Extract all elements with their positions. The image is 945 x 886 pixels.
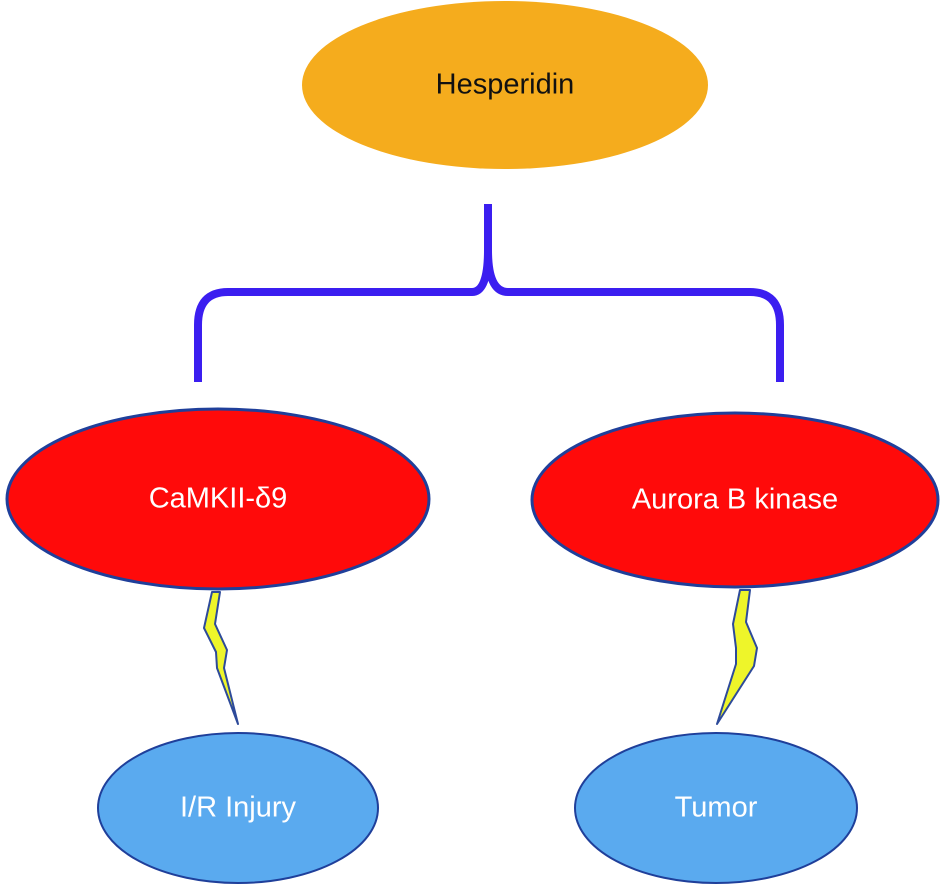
ir-injury-label: I/R Injury xyxy=(180,792,297,824)
camkii-node: CaMKII-δ9 xyxy=(5,407,431,591)
lightning-bolt-icon-left xyxy=(203,591,239,725)
branch-brace xyxy=(194,204,784,382)
hesperidin-node: Hesperidin xyxy=(302,1,708,169)
camkii-ellipse xyxy=(5,407,431,591)
camkii-label: CaMKII-δ9 xyxy=(149,483,288,515)
ir-injury-node: I/R Injury xyxy=(97,732,379,884)
tumor-label: Tumor xyxy=(675,792,758,824)
hesperidin-ellipse xyxy=(302,1,708,169)
tumor-ellipse xyxy=(574,732,858,884)
aurora-b-label: Aurora B kinase xyxy=(632,484,838,516)
ir-injury-ellipse xyxy=(97,732,379,884)
lightning-bolt-icon-right xyxy=(716,589,758,725)
aurora-b-node: Aurora B kinase xyxy=(530,411,940,589)
tumor-node: Tumor xyxy=(574,732,858,884)
hesperidin-label: Hesperidin xyxy=(436,69,575,101)
aurora-b-ellipse xyxy=(530,411,940,589)
